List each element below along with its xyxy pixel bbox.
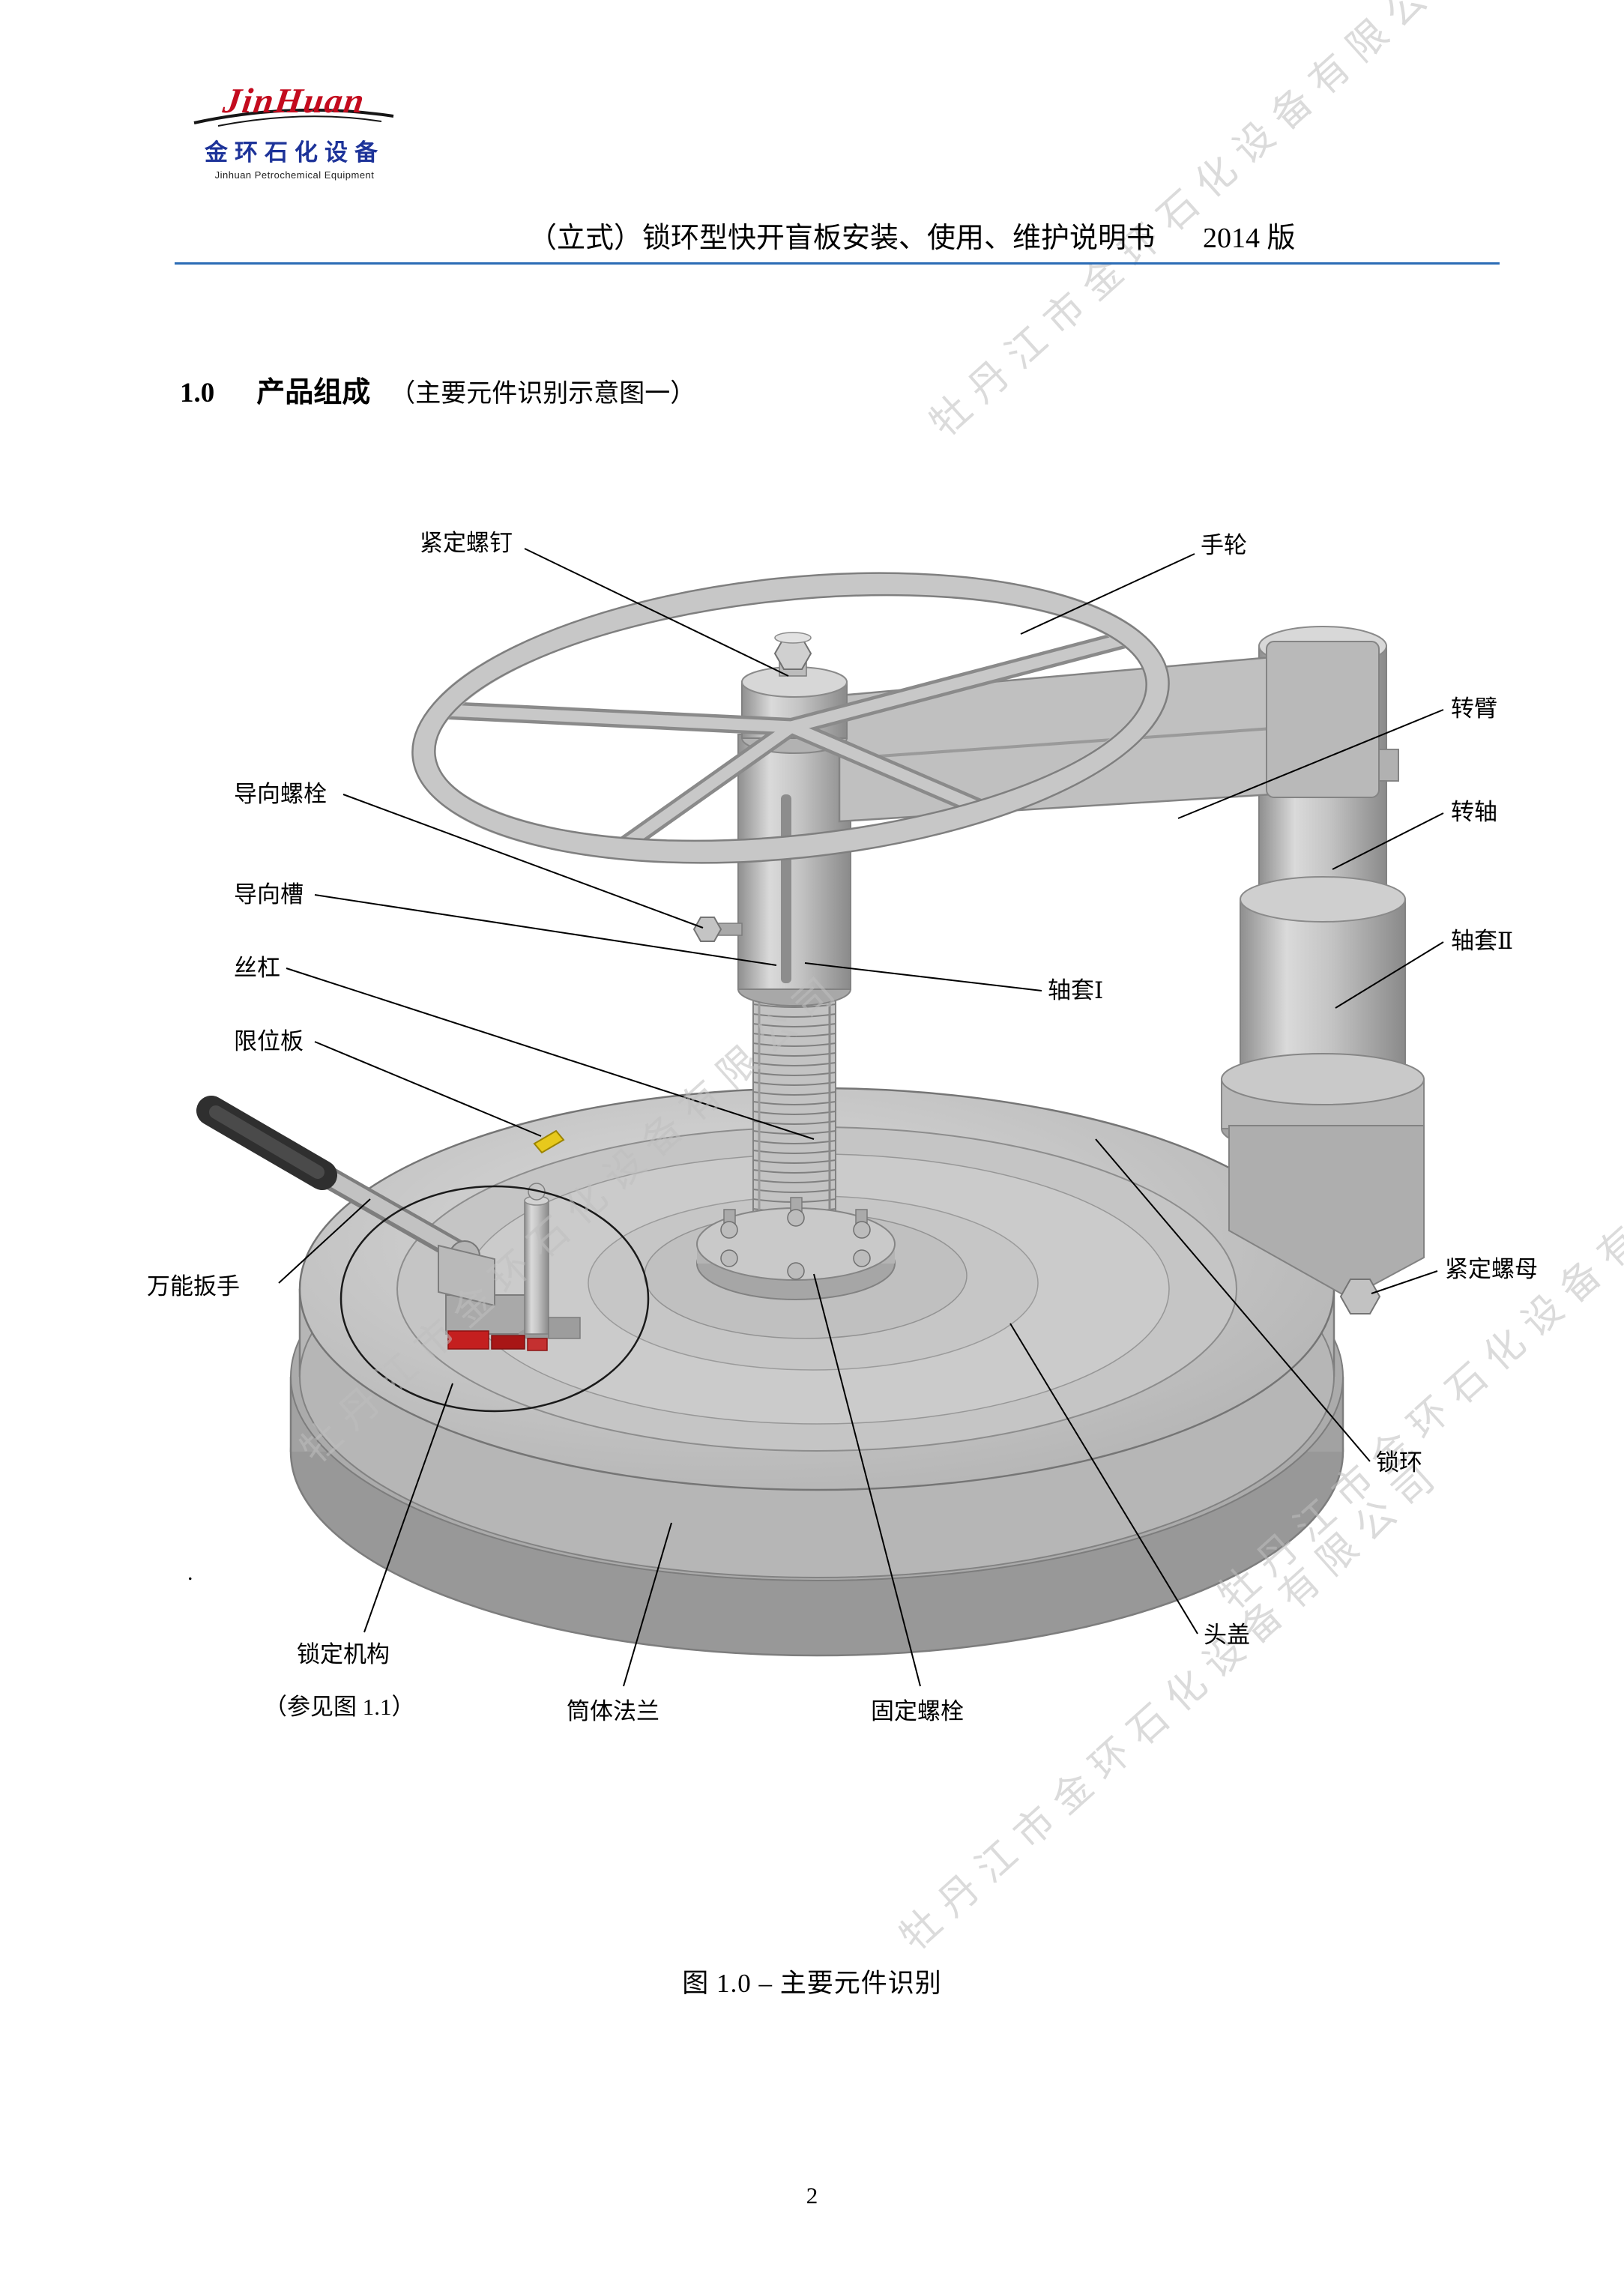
swing-arm-graphic bbox=[838, 641, 1380, 823]
wrench-graphic bbox=[196, 1096, 480, 1272]
part-label-guide-bolt: 导向螺栓 bbox=[234, 781, 327, 807]
handwheel-graphic bbox=[411, 572, 1170, 864]
stem-flange-graphic bbox=[696, 1197, 896, 1300]
limit-plate-graphic bbox=[533, 1129, 565, 1154]
logo-swoosh-icon bbox=[178, 107, 411, 132]
stray-mark: . bbox=[187, 1560, 193, 1585]
part-label-bushing-2: 轴套Ⅱ bbox=[1451, 928, 1514, 954]
header-rule bbox=[175, 262, 1500, 265]
part-label-swing-arm: 转臂 bbox=[1451, 695, 1497, 722]
part-label-set-screw: 紧定螺钉 bbox=[420, 530, 513, 556]
part-label-lock-ring: 锁环 bbox=[1376, 1449, 1422, 1476]
part-label-locking-mechanism: 锁定机构 bbox=[297, 1641, 390, 1667]
section-heading: 1.0 产品组成 （主要元件识别示意图一） bbox=[180, 369, 695, 410]
figure-caption: 图 1.0 – 主要元件识别 bbox=[682, 1969, 942, 1998]
section-number: 1.0 bbox=[180, 378, 215, 408]
closure-illustration bbox=[196, 548, 1444, 1687]
part-label-head-cover: 头盖 bbox=[1204, 1622, 1250, 1648]
part-label-fixing-bolt: 固定螺栓 bbox=[871, 1698, 964, 1724]
logo-script-text: JinHuan bbox=[220, 82, 369, 121]
part-label-limit-plate: 限位板 bbox=[234, 1028, 304, 1054]
section-note: （主要元件识别示意图一） bbox=[390, 380, 696, 408]
company-logo: JinHuan 金环石化设备 Jinhuan Petrochemical Equ… bbox=[178, 82, 411, 181]
lock-mechanism-graphic bbox=[438, 1183, 581, 1351]
part-label-universal-wrench: 万能扳手 bbox=[147, 1273, 240, 1300]
part-label-pivot-shaft: 转轴 bbox=[1451, 799, 1497, 825]
logo-chinese-name: 金环石化设备 bbox=[205, 139, 384, 166]
part-label-lead-screw: 丝杠 bbox=[234, 955, 280, 981]
part-label-locking-mechanism-ref: （参见图 1.1） bbox=[264, 1694, 415, 1720]
leader-lines bbox=[278, 548, 1444, 1687]
detail-circle bbox=[339, 1185, 650, 1413]
page-number: 2 bbox=[806, 2182, 818, 2209]
pivot-bracket-graphic bbox=[1228, 1125, 1425, 1314]
part-label-set-nut: 紧定螺母 bbox=[1445, 1256, 1538, 1282]
document-edition: 2014 版 bbox=[1203, 223, 1296, 254]
part-label-guide-slot: 导向槽 bbox=[234, 881, 304, 908]
part-label-bushing-1: 轴套Ⅰ bbox=[1048, 977, 1104, 1003]
logo-english-name: Jinhuan Petrochemical Equipment bbox=[214, 169, 375, 181]
document-header: （立式）锁环型快开盲板安装、使用、维护说明书 2014 版 bbox=[528, 214, 1296, 256]
part-label-handwheel: 手轮 bbox=[1201, 532, 1247, 558]
section-title: 产品组成 bbox=[256, 377, 371, 408]
document-title: （立式）锁环型快开盲板安装、使用、维护说明书 bbox=[528, 223, 1156, 254]
part-label-shell-flange: 筒体法兰 bbox=[567, 1698, 659, 1724]
